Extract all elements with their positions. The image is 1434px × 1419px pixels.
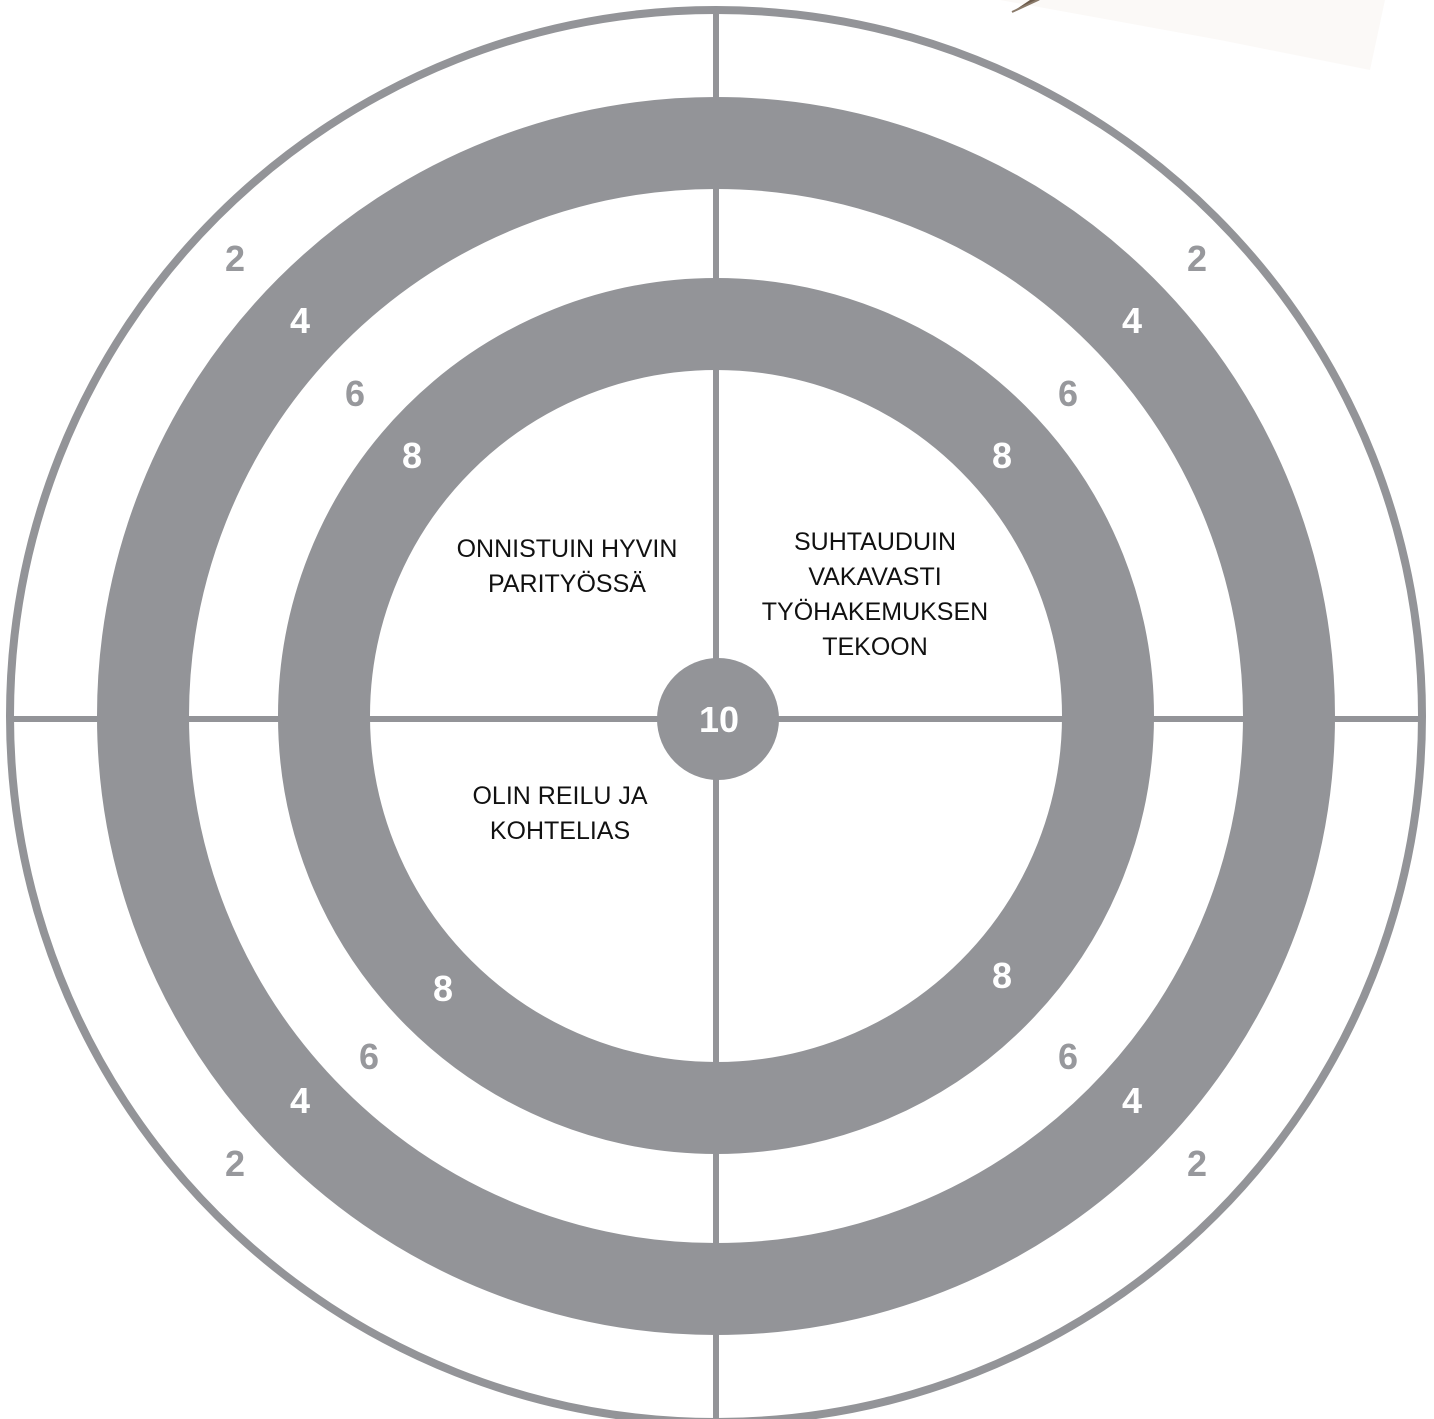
score-label: 2 [225, 238, 245, 279]
score-label: 6 [1058, 373, 1078, 414]
quadrant-line: TEKOON [822, 633, 928, 661]
quadrant-text-bottom-left: OLIN REILU JA KOHTELIAS [472, 782, 647, 845]
score-label: 4 [290, 300, 310, 341]
bullseye [657, 658, 779, 780]
score-label: 2 [225, 1143, 245, 1184]
score-label: 4 [290, 1080, 310, 1121]
score-label: 6 [1058, 1036, 1078, 1077]
quadrant-line: PARITYÖSSÄ [488, 570, 646, 598]
quadrant-line: VAKAVASTI [808, 563, 941, 591]
quadrant-text-top-right: SUHTAUDUIN VAKAVASTI TYÖHAKEMUKSEN TEKOO… [762, 528, 988, 661]
score-label: 6 [345, 373, 365, 414]
score-label: 8 [992, 955, 1012, 996]
score-label: 2 [1187, 1143, 1207, 1184]
score-label: 6 [359, 1036, 379, 1077]
quadrant-line: ONNISTUIN HYVIN [457, 535, 678, 563]
score-label: 8 [992, 435, 1012, 476]
bullseye-label: 10 [699, 699, 739, 740]
pencil-decoration [1000, 0, 1385, 70]
quadrant-line: SUHTAUDUIN [794, 528, 956, 556]
score-label: 4 [1122, 1080, 1142, 1121]
quadrant-text-top-left: ONNISTUIN HYVIN PARITYÖSSÄ [457, 535, 678, 598]
score-label: 4 [1122, 300, 1142, 341]
score-label: 8 [433, 968, 453, 1009]
quadrant-line: OLIN REILU JA [472, 782, 647, 810]
score-label: 8 [402, 435, 422, 476]
quadrant-line: TYÖHAKEMUKSEN [762, 598, 988, 626]
score-label: 2 [1187, 238, 1207, 279]
quadrant-line: KOHTELIAS [490, 817, 630, 845]
